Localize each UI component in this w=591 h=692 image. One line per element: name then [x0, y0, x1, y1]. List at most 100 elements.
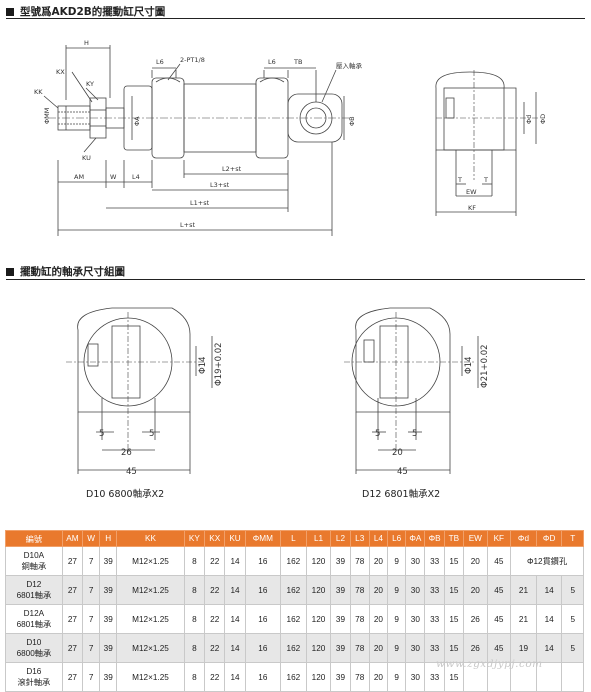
- table-cell: 14: [224, 575, 246, 605]
- table-header-cell: KX: [204, 530, 226, 547]
- table-cell: 120: [305, 575, 332, 605]
- table-cell: 162: [280, 633, 307, 663]
- table-cell: 20: [368, 633, 389, 663]
- table-cell: 14: [535, 575, 563, 605]
- table-cell: M12×1.25: [116, 546, 185, 576]
- table-cell: 30: [405, 633, 426, 663]
- table-cell: 120: [305, 604, 332, 634]
- table-cell: M12×1.25: [116, 575, 185, 605]
- table-cell: 27: [61, 633, 84, 663]
- watermark: www.zgxdjypj.com: [436, 658, 543, 670]
- table-cell: 162: [280, 546, 307, 576]
- table-cell: 45: [486, 604, 512, 634]
- table-cell: 30: [405, 662, 426, 692]
- section-title-bearings: 擺動缸的軸承尺寸組圖: [6, 264, 125, 279]
- table-cell: 16: [244, 604, 282, 634]
- label-h: H: [84, 39, 89, 47]
- label-tb: TB: [293, 58, 302, 66]
- label-l2: L2+st: [222, 165, 242, 173]
- table-cell: 16: [244, 633, 282, 663]
- bullet-square-icon: [6, 7, 14, 16]
- table-cell: 33: [424, 575, 445, 605]
- table-header-cell: T: [561, 530, 584, 547]
- table-cell: 120: [305, 662, 332, 692]
- label-ky: KY: [86, 80, 94, 88]
- model-line: 6801軸承: [16, 620, 52, 629]
- table-cell: 7: [82, 546, 101, 576]
- table-header-cell: ΦA: [405, 530, 426, 547]
- table-cell: 9: [387, 633, 407, 663]
- table-header-cell: 編號: [5, 530, 63, 547]
- section2-rule: [6, 279, 585, 280]
- table-cell: 20: [368, 662, 389, 692]
- table-cell: 33: [424, 604, 445, 634]
- label-l1: L1+st: [190, 199, 210, 207]
- label-l4: L4: [132, 173, 140, 181]
- table-cell: 16: [244, 662, 282, 692]
- model-line: D10A: [23, 551, 45, 560]
- table-header-cell: ΦB: [424, 530, 445, 547]
- table-cell: 162: [280, 662, 307, 692]
- table-cell: 8: [183, 575, 206, 605]
- table-header-cell: L4: [368, 530, 389, 547]
- table-cell: 15: [443, 604, 465, 634]
- table-cell: 162: [280, 575, 307, 605]
- label-kx: KX: [56, 68, 65, 76]
- label-l6b: L6: [268, 58, 276, 66]
- label-phi-d1: Φd: [525, 115, 533, 124]
- table-cell: 14: [224, 546, 246, 576]
- model-line: D12A: [23, 609, 45, 618]
- table-cell: 22: [204, 546, 226, 576]
- table-header-cell: L6: [387, 530, 407, 547]
- table-cell: 27: [61, 662, 84, 692]
- table-cell: 9: [387, 604, 407, 634]
- table-cell: 14: [535, 604, 563, 634]
- table-cell: 30: [405, 575, 426, 605]
- model-line: D10: [26, 638, 42, 647]
- model-cell: D12A 6801軸承: [5, 604, 63, 634]
- table-cell: 39: [99, 575, 118, 605]
- table-cell: 39: [99, 604, 118, 634]
- table-cell: 7: [82, 633, 101, 663]
- model-line: 滾針軸承: [17, 678, 51, 687]
- table-cell: 8: [183, 546, 206, 576]
- label-ew: EW: [466, 188, 477, 196]
- table-cell: 26: [463, 604, 488, 634]
- caption-right: D12 6801軸承X2: [362, 489, 441, 500]
- table-cell: 20: [368, 546, 389, 576]
- table-cell: 9: [387, 662, 407, 692]
- table-header-cell: TB: [443, 530, 465, 547]
- table-cell: 39: [330, 575, 351, 605]
- table-cell: 22: [204, 633, 226, 663]
- table-cell: [561, 662, 584, 692]
- table-cell: 39: [330, 546, 351, 576]
- table-cell: 39: [330, 604, 351, 634]
- table-cell: M12×1.25: [116, 633, 185, 663]
- table-header-cell: EW: [463, 530, 488, 547]
- caption-left: D10 6800軸承X2: [86, 489, 165, 500]
- table-cell: 22: [204, 662, 226, 692]
- section1-title: 型號爲AKD2B的擺動缸尺寸圖: [20, 6, 166, 18]
- left-dim5b: 5: [149, 429, 154, 439]
- table-cell: 39: [330, 662, 351, 692]
- table-cell: 162: [280, 604, 307, 634]
- table-cell: 45: [486, 633, 512, 663]
- table-cell: 15: [443, 546, 465, 576]
- table-cell: 16: [244, 575, 282, 605]
- left-dim5a: 5: [99, 429, 104, 439]
- table-cell: 30: [405, 546, 426, 576]
- table-cell: 5: [561, 575, 584, 605]
- label-l6a: L6: [156, 58, 164, 66]
- table-cell: 39: [99, 546, 118, 576]
- label-l: L+st: [180, 221, 195, 229]
- table-cell: 20: [368, 604, 389, 634]
- table-header-cell: KK: [116, 530, 185, 547]
- table-header-cell: L3: [349, 530, 370, 547]
- table-cell: 9: [387, 575, 407, 605]
